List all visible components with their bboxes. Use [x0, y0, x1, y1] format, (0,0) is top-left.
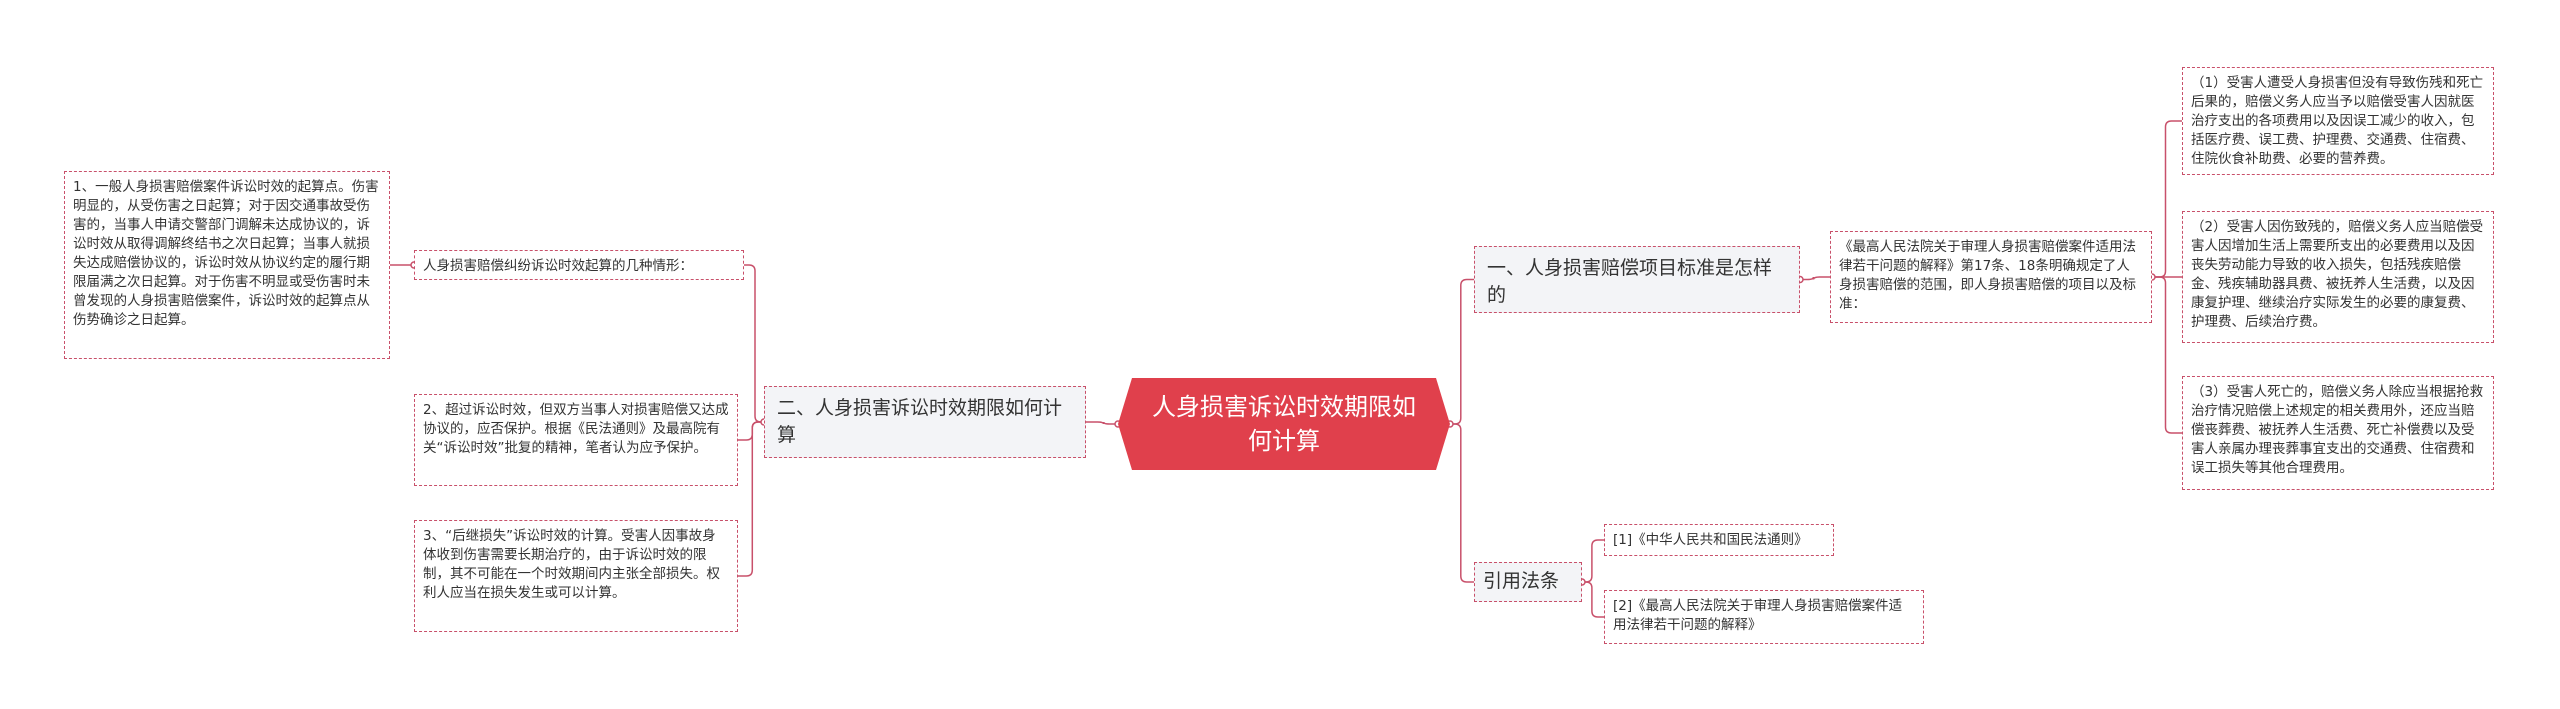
root-hexagon-shape: [1118, 378, 1450, 470]
edge-root-left-b2: [1086, 421, 1118, 425]
edge-b1-mid-b1_leaf1: [2152, 120, 2182, 278]
edge-b3-b3_leaf2: [1582, 581, 1604, 618]
citation-supreme-court-interpretation[interactable]: [2]《最高人民法院关于审理人身损害赔偿案件适用法律若干问题的解释》: [1604, 590, 1924, 644]
edge-b2-b2_leaf2: [738, 421, 764, 441]
disability-compensation-item[interactable]: （2）受害人因伤致残的，赔偿义务人应当赔偿受害人因增加生活上需要所支出的必要费用…: [2182, 211, 2494, 343]
edge-b1-b1_mid: [1800, 276, 1830, 281]
branch-cited-laws[interactable]: 引用法条: [1474, 562, 1582, 602]
death-compensation-item[interactable]: （3）受害人死亡的，赔偿义务人除应当根据抢救治疗情况赔偿上述规定的相关费用外，还…: [2182, 376, 2494, 490]
edge-root-right-b3: [1450, 423, 1474, 583]
root-title: 人身损害诉讼时效期限如何计算: [1152, 393, 1416, 455]
general-limitation-start-item[interactable]: 1、一般人身损害赔偿案件诉讼时效的起算点。伤害明显的，从受伤害之日起算；对于因交…: [64, 171, 390, 359]
citation-civil-law-principles[interactable]: [1]《中华人民共和国民法通则》: [1604, 524, 1834, 556]
edge-b2-b2_mid: [744, 264, 764, 423]
edge-b2-b2_leaf3: [738, 421, 764, 577]
edge-b1-mid-b1_leaf3: [2152, 276, 2182, 434]
limitation-scenarios-note[interactable]: 人身损害赔偿纠纷诉讼时效起算的几种情形：: [414, 250, 744, 280]
compensation-scope-note[interactable]: 《最高人民法院关于审理人身损害赔偿案件适用法律若干问题的解释》第17条、18条明…: [1830, 231, 2152, 323]
edge-b3-b3_leaf1: [1582, 539, 1604, 583]
branch-limitation-calculation[interactable]: 二、人身损害诉讼时效期限如何计算: [764, 386, 1086, 458]
subsequent-loss-limitation-item[interactable]: 3、“后继损失”诉讼时效的计算。受害人因事故身体收到伤害需要长期治疗的，由于诉讼…: [414, 520, 738, 632]
expired-limitation-agreement-item[interactable]: 2、超过诉讼时效，但双方当事人对损害赔偿又达成协议的，应否保护。根据《民法通则》…: [414, 394, 738, 486]
root-hexagon: [1118, 378, 1450, 470]
branch-compensation-standards[interactable]: 一、人身损害赔偿项目标准是怎样的: [1474, 246, 1800, 313]
edge-root-right-b1: [1450, 278, 1474, 425]
injury-without-disability-item[interactable]: （1）受害人遭受人身损害但没有导致伤残和死亡后果的，赔偿义务人应当予以赔偿受害人…: [2182, 67, 2494, 175]
root-topic[interactable]: 人身损害诉讼时效期限如何计算: [1118, 378, 1450, 470]
